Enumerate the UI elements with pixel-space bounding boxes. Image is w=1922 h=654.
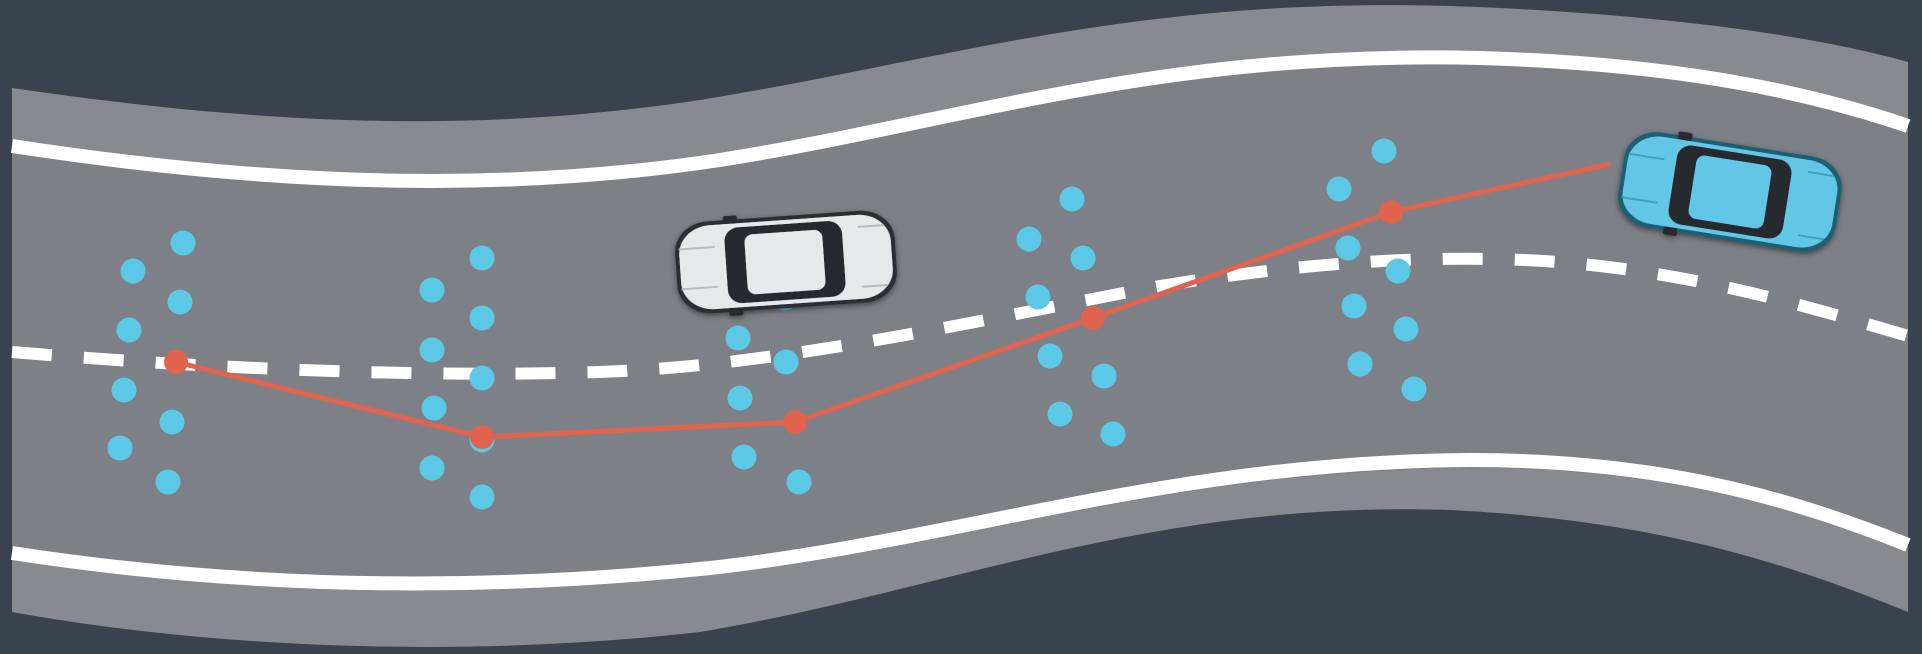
waypoint-dot — [1037, 343, 1063, 369]
waypoint-dot — [1070, 245, 1096, 271]
waypoint-dot — [159, 409, 185, 435]
waypoint-dot — [1016, 226, 1042, 252]
bottom-edge-line — [10, 452, 1911, 591]
waypoint-dot — [107, 435, 133, 461]
waypoint-dot — [419, 337, 445, 363]
trajectory-point — [470, 425, 494, 449]
waypoint-dot — [1100, 421, 1126, 447]
waypoint-dot — [727, 385, 753, 411]
waypoint-dot — [170, 230, 196, 256]
waypoint-dot — [120, 258, 146, 284]
waypoint-dot — [116, 317, 142, 343]
planned-trajectory — [164, 161, 1611, 449]
waypoint-dot — [469, 484, 495, 510]
waypoint-dot — [731, 444, 757, 470]
center-dashed-line — [11, 252, 1910, 380]
waypoint-dot — [786, 469, 812, 495]
waypoint-dot — [469, 245, 495, 271]
trajectory-point — [164, 350, 188, 374]
waypoint-dot — [1059, 186, 1085, 212]
waypoint-dot — [155, 469, 181, 495]
waypoint-dot — [1025, 284, 1051, 310]
waypoint-dot — [1047, 401, 1073, 427]
waypoint-dot — [725, 325, 751, 351]
waypoint-dot — [167, 289, 193, 315]
other-car — [675, 210, 897, 316]
trajectory-point — [1081, 306, 1105, 330]
waypoint-dot — [419, 455, 445, 481]
waypoint-dot — [469, 365, 495, 391]
waypoint-dot — [469, 305, 495, 331]
waypoint-dot — [773, 349, 799, 375]
waypoint-dot — [1385, 258, 1411, 284]
waypoint-dot — [421, 395, 447, 421]
waypoint-dot — [1335, 235, 1361, 261]
trajectory-line — [175, 161, 1611, 440]
waypoint-dot — [1091, 363, 1117, 389]
waypoint-dot — [1341, 293, 1367, 319]
waypoint-dot — [1401, 376, 1427, 402]
waypoint-dot — [1393, 316, 1419, 342]
waypoint-dot — [1326, 176, 1352, 202]
waypoint-dot — [111, 377, 137, 403]
waypoint-dot — [1347, 351, 1373, 377]
trajectory-point — [783, 410, 807, 434]
ego-car — [1618, 131, 1842, 252]
trajectory-point — [1379, 200, 1403, 224]
waypoint-dot — [419, 277, 445, 303]
waypoint-dot — [1371, 138, 1397, 164]
top-edge-line — [10, 50, 1911, 188]
